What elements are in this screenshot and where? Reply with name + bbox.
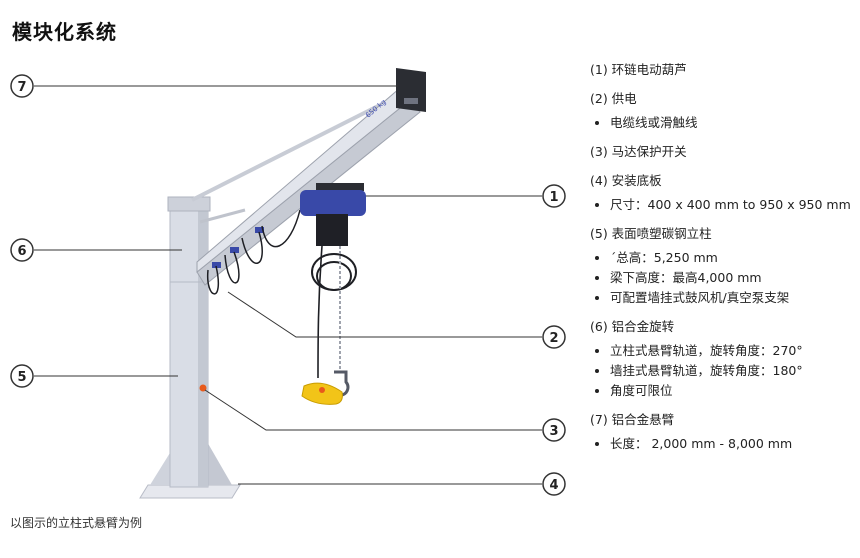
callout-5: 5: [10, 364, 34, 388]
component-legend: (1) 环链电动葫芦 (2) 供电 电缆线或滑触线 (3) 马达保护开关 (4)…: [590, 62, 855, 465]
svg-text:6: 6: [17, 244, 26, 259]
base-gusset-right: [206, 440, 232, 485]
leader-line-2: [227, 291, 542, 338]
legend-title-column: (5) 表面喷塑碳钢立柱: [590, 226, 712, 241]
figure-caption: 以图示的立柱式悬臂为例: [10, 516, 143, 530]
legend-section-4: (4) 安装底板 尺寸：400 x 400 mm to 950 x 950 mm: [590, 173, 855, 213]
leader-line-3: [204, 389, 542, 431]
callout-4: 4: [542, 472, 566, 496]
legend-section-7: (7) 铝合金悬臂 长度： 2,000 mm - 8,000 mm: [590, 412, 855, 452]
legend-item: 尺寸：400 x 400 mm to 950 x 950 mm: [610, 197, 855, 213]
svg-text:1: 1: [549, 190, 558, 205]
legend-item: 立柱式悬臂轨道，旋转角度：270°: [610, 343, 855, 359]
pendant-control: [301, 382, 343, 405]
svg-text:7: 7: [17, 80, 26, 95]
legend-item: 电缆线或滑触线: [610, 115, 855, 131]
beam-end-cap: [396, 68, 426, 112]
legend-section-5: (5) 表面喷塑碳钢立柱 ´总高：5,250 mm 梁下高度：最高4,000 m…: [590, 226, 855, 306]
callout-6: 6: [10, 238, 34, 262]
legend-item: 可配置墙挂式鼓风机/真空泵支架: [610, 290, 855, 306]
base-plate: [139, 484, 241, 499]
callout-1: 1: [542, 184, 566, 208]
svg-text:5: 5: [17, 370, 26, 385]
legend-item: 梁下高度：最高4,000 mm: [610, 270, 855, 286]
slewing-head: [167, 196, 211, 212]
callout-3: 3: [542, 418, 566, 442]
cable-coil-2: [316, 261, 352, 291]
cable-trolley-1: [212, 262, 221, 268]
legend-title-jib-arm: (7) 铝合金悬臂: [590, 412, 675, 427]
legend-title-slewing: (6) 铝合金旋转: [590, 319, 675, 334]
hoist-trolley: [316, 183, 364, 191]
tie-rod-2: [199, 208, 246, 224]
legend-title-motor-switch: (3) 马达保护开关: [590, 144, 687, 159]
tie-rod: [191, 103, 381, 202]
svg-text:4: 4: [549, 478, 558, 493]
legend-title-base-plate: (4) 安装底板: [590, 173, 662, 188]
leader-lines: [34, 85, 542, 485]
legend-item: ´总高：5,250 mm: [610, 250, 855, 266]
svg-text:3: 3: [549, 424, 558, 439]
callout-7: 7: [10, 74, 34, 98]
cable-trolley-2: [230, 247, 239, 253]
hoist-gearbox: [316, 214, 348, 246]
column-shade: [198, 205, 208, 487]
legend-title-power-supply: (2) 供电: [590, 91, 637, 106]
beam-end-plate: [404, 98, 418, 104]
jib-crane-diagram: 650 kg 7 1 6 2: [10, 68, 566, 499]
legend-item: 角度可限位: [610, 383, 855, 399]
legend-section-6: (6) 铝合金旋转 立柱式悬臂轨道，旋转角度：270° 墙挂式悬臂轨道，旋转角度…: [590, 319, 855, 399]
legend-title-chain-hoist: (1) 环链电动葫芦: [590, 62, 687, 77]
legend-item: 墙挂式悬臂轨道，旋转角度：180°: [610, 363, 855, 379]
callout-2: 2: [542, 325, 566, 349]
legend-section-1: (1) 环链电动葫芦: [590, 62, 855, 78]
page-title: 模块化系统: [12, 20, 117, 44]
chain-hoist-body: [300, 190, 366, 216]
legend-section-3: (3) 马达保护开关: [590, 144, 855, 160]
motor-protection-switch: [199, 384, 207, 392]
pendant-cable: [317, 245, 323, 379]
pendant-button: [319, 387, 325, 393]
legend-section-2: (2) 供电 电缆线或滑触线: [590, 91, 855, 131]
legend-item: 长度： 2,000 mm - 8,000 mm: [610, 436, 855, 452]
cable-trolley-3: [255, 227, 264, 233]
festoon-cable: [206, 209, 301, 295]
svg-text:2: 2: [549, 331, 558, 346]
